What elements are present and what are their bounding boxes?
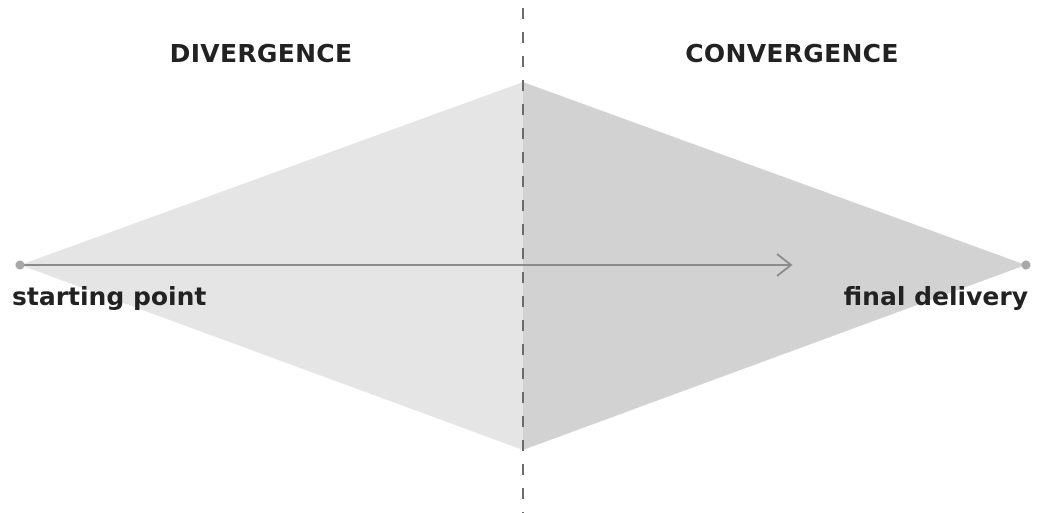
final-delivery-label: final delivery <box>844 282 1028 311</box>
progress-arrow-head <box>776 253 793 277</box>
final-delivery-dot <box>1021 260 1031 270</box>
divergence-heading: DIVERGENCE <box>170 39 353 68</box>
starting-point-label: starting point <box>12 282 206 311</box>
starting-point-dot <box>15 260 25 270</box>
convergence-heading: CONVERGENCE <box>685 39 898 68</box>
